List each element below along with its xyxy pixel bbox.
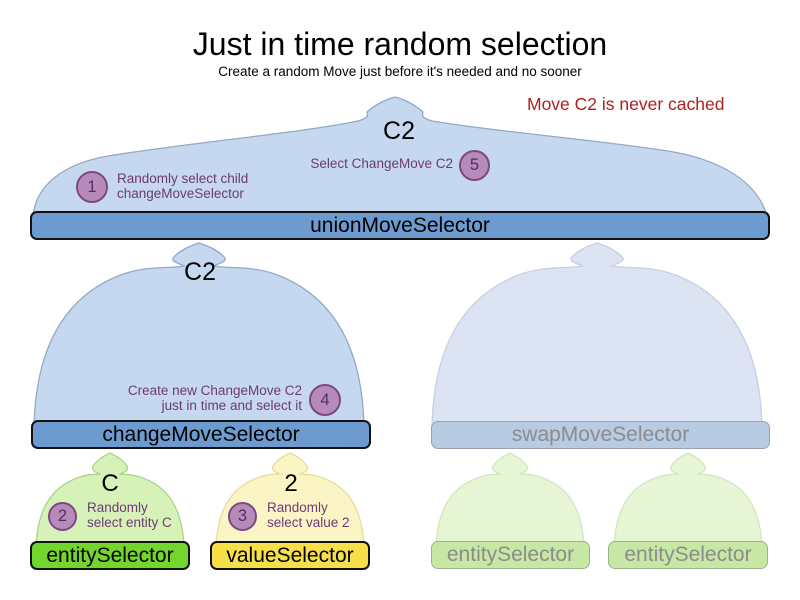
- change-output-arrow: [33, 242, 365, 427]
- change-output-move-label: C2: [184, 258, 216, 286]
- page-title: Just in time random selection: [192, 26, 608, 62]
- union-move-selector-bar: unionMoveSelector: [30, 211, 770, 240]
- step-3-number: 3: [237, 507, 248, 525]
- step-3-line-2: select value 2: [267, 514, 350, 530]
- step-1-number: 1: [87, 177, 97, 196]
- union-output-arrow: [32, 96, 768, 217]
- step-4-number: 4: [320, 390, 330, 409]
- entity-selector-faded-left-label: entitySelector: [446, 543, 575, 566]
- step-3-badge: 3: [228, 502, 257, 531]
- step-5-number: 5: [469, 156, 480, 174]
- step-2-line-2: select entity C: [87, 514, 172, 530]
- step-3-annotation: Randomly select value 2: [267, 500, 350, 530]
- change-move-selector-bar: changeMoveSelector: [31, 420, 371, 449]
- step-4-line-2: just in time and select it: [161, 397, 302, 413]
- step-2-annotation: Randomly select entity C: [87, 500, 172, 530]
- step-1-line-2: changeMoveSelector: [117, 185, 244, 201]
- value-selector-label: valueSelector: [226, 543, 354, 567]
- swap-move-selector-label: swapMoveSelector: [511, 423, 690, 446]
- cache-note: Move C2 is never cached: [527, 94, 725, 114]
- value-output-label: 2: [284, 470, 298, 497]
- step-1-annotation: Randomly select child changeMoveSelector: [117, 171, 249, 201]
- page-subtitle: Create a random Move just before it's ne…: [218, 64, 582, 79]
- entity-faded-left-output-arrow: [435, 452, 585, 547]
- entity-selector-label: entitySelector: [46, 543, 174, 567]
- value-selector-bar: valueSelector: [210, 541, 370, 570]
- step-1-badge: 1: [76, 171, 108, 203]
- step-5-badge: 5: [459, 150, 490, 181]
- entity-selector-faded-right-bar: entitySelector: [608, 541, 768, 569]
- step-3-line-1: Randomly: [267, 500, 328, 515]
- entity-faded-right-output-arrow: [613, 452, 763, 547]
- step-2-number: 2: [57, 507, 68, 525]
- step-5-annotation: Select ChangeMove C2: [310, 156, 453, 172]
- entity-selector-faded-left-bar: entitySelector: [431, 541, 590, 569]
- entity-selector-faded-right-label: entitySelector: [624, 543, 752, 566]
- union-output-move-label: C2: [383, 117, 415, 145]
- step-4-line-1: Create new ChangeMove C2: [127, 383, 302, 398]
- step-2-badge: 2: [48, 502, 77, 531]
- step-5-line-1: Select ChangeMove C2: [310, 156, 453, 171]
- entity-output-label: C: [101, 470, 119, 497]
- change-move-selector-label: changeMoveSelector: [102, 422, 300, 446]
- step-2-line-1: Randomly: [87, 500, 148, 515]
- swap-move-selector-bar: swapMoveSelector: [431, 421, 770, 449]
- swap-output-arrow: [431, 242, 763, 427]
- step-1-line-1: Randomly select child: [117, 171, 249, 186]
- step-4-badge: 4: [309, 384, 341, 416]
- entity-selector-bar: entitySelector: [30, 541, 190, 570]
- union-move-selector-label: unionMoveSelector: [310, 213, 490, 237]
- step-4-annotation: Create new ChangeMove C2 just in time an…: [127, 383, 302, 413]
